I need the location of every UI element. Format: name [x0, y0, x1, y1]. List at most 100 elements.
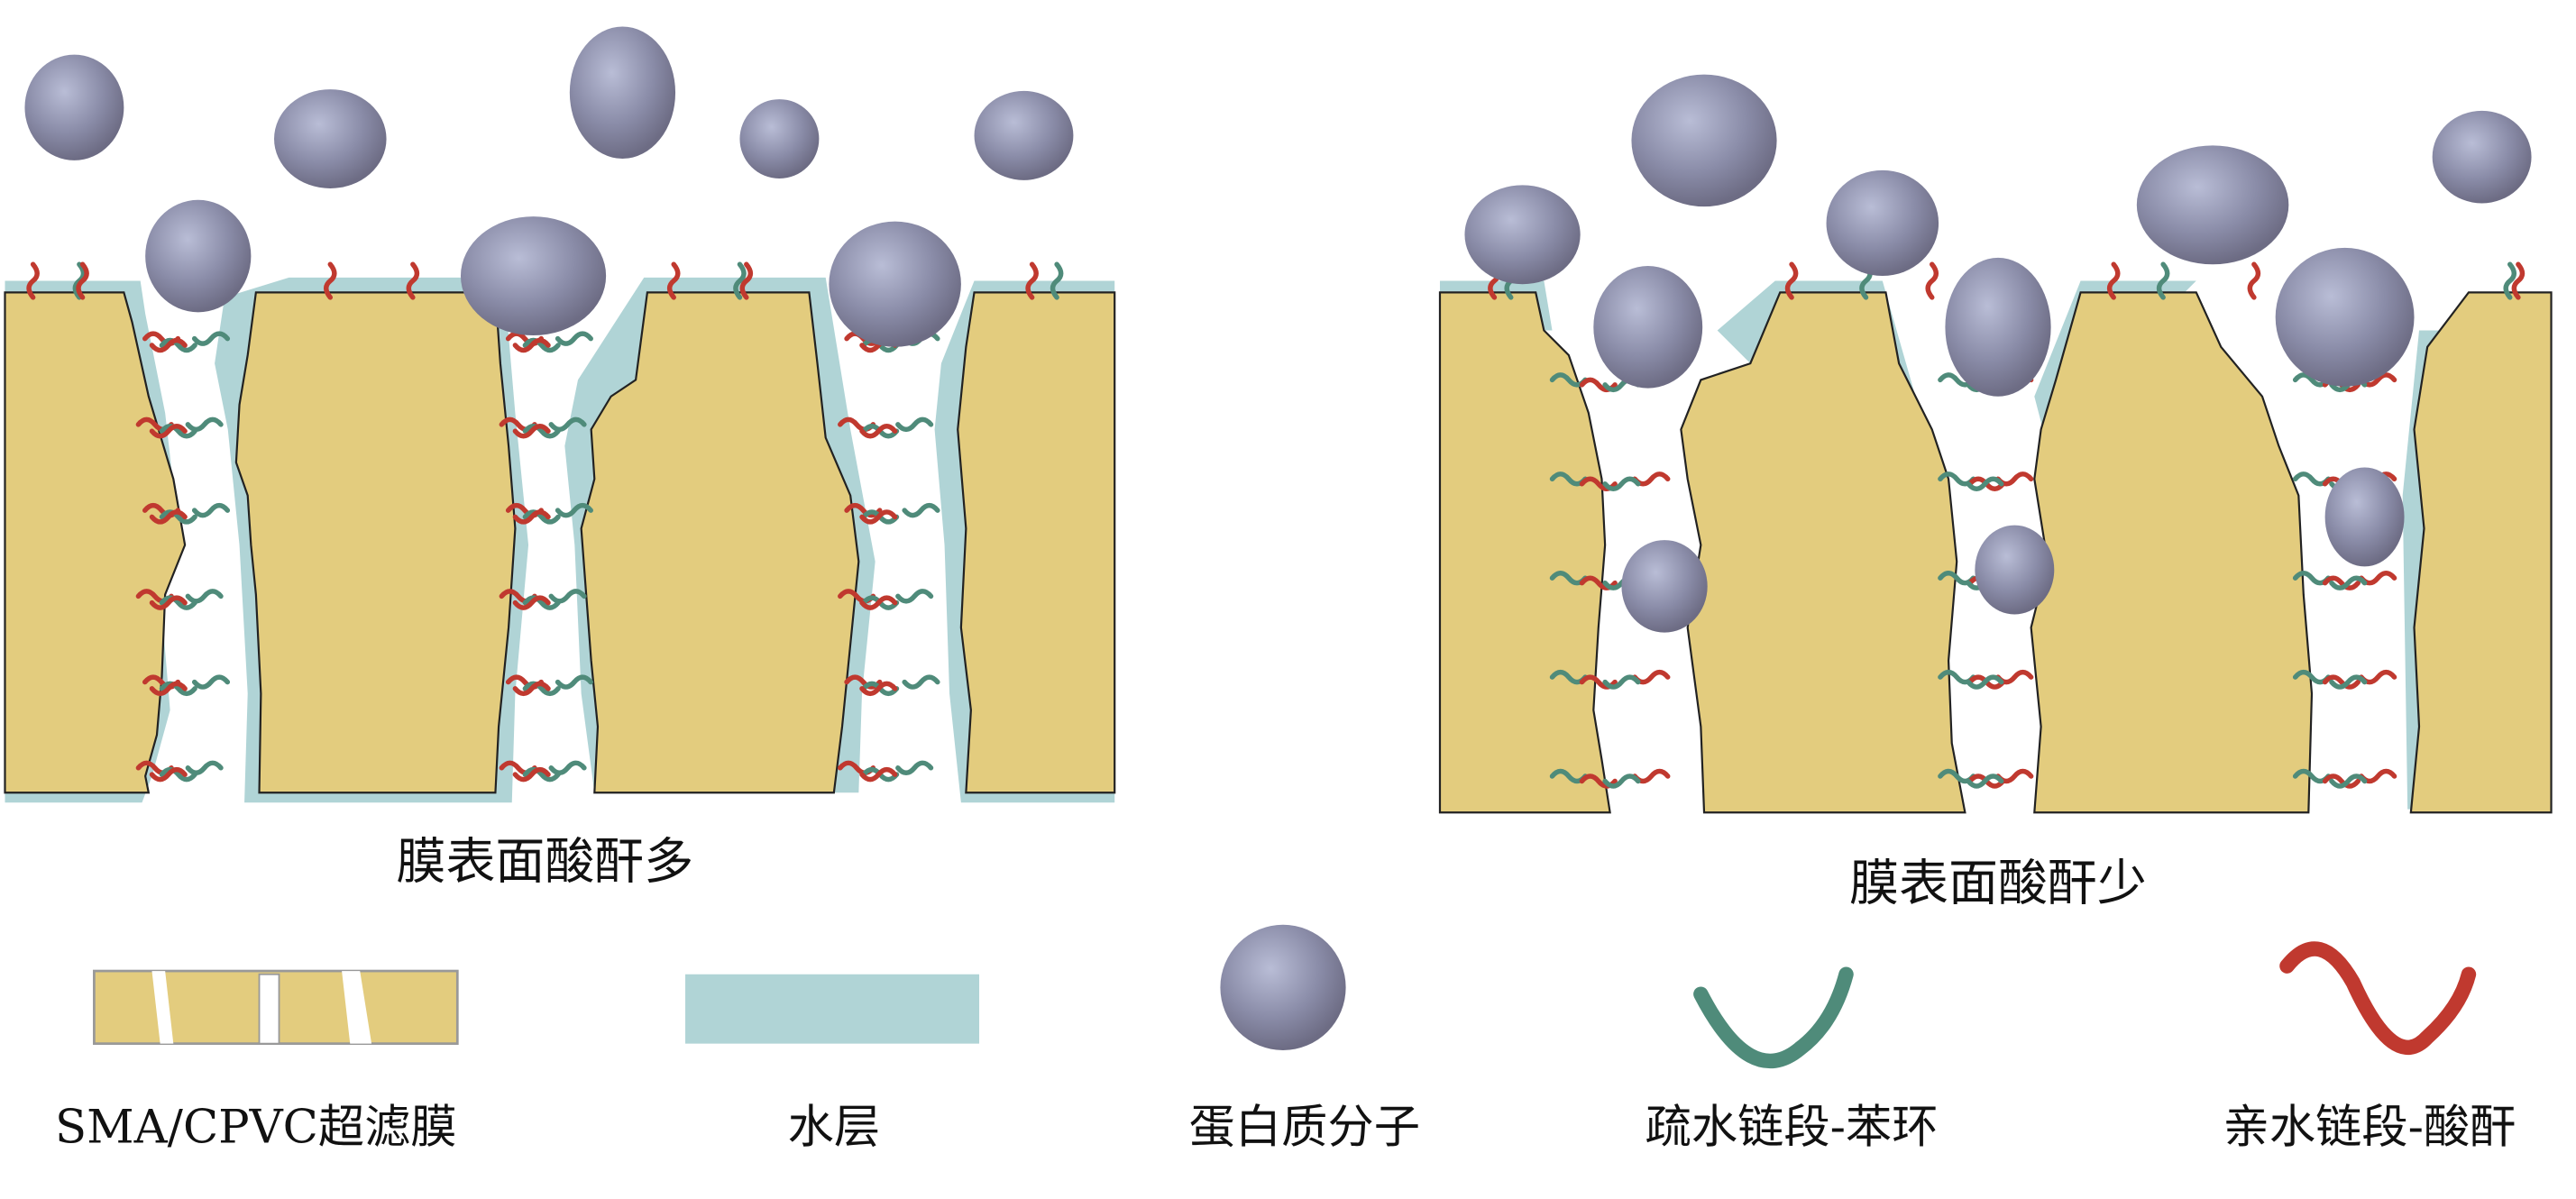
protein-molecule	[1975, 525, 2055, 615]
hydrophobic-chain	[191, 502, 231, 518]
hydrophilic-chain	[149, 681, 188, 697]
protein-molecule	[1945, 257, 2051, 397]
hydrophobic-chain	[522, 509, 561, 525]
protein-molecule	[460, 216, 607, 335]
hydrophobic-chain	[555, 331, 593, 346]
hydrophilic-chain	[149, 509, 188, 525]
hydrophobic-chain	[895, 760, 934, 776]
protein-molecule	[24, 54, 124, 160]
hydrophobic-chain	[185, 416, 224, 433]
hydrophobic-chain	[2503, 261, 2517, 300]
legend: SMA/CPVC超滤膜 水层 蛋白质分子 疏水链段-苯环 亲水链段-酸酐	[55, 924, 2516, 1155]
hydrophilic-chain	[666, 261, 681, 300]
hydrophilic-chain	[512, 681, 551, 697]
hydrophobic-chain	[159, 337, 197, 353]
membrane-icon	[93, 969, 459, 1046]
hydrophilic-chain	[149, 337, 188, 353]
protein-molecule	[274, 89, 387, 188]
hydrophobic-chain	[2156, 261, 2170, 300]
protein-molecule	[1464, 185, 1581, 285]
panel-caption: 膜表面酸酐多	[397, 833, 694, 891]
protein-molecule	[2136, 145, 2289, 265]
hydrophobic-chain	[522, 423, 561, 439]
hydrophilic-chain	[2322, 575, 2361, 590]
protein-molecule	[145, 199, 252, 313]
protein-molecule	[569, 26, 676, 160]
protein-molecule	[739, 99, 820, 178]
protein-molecule	[1826, 169, 1939, 277]
protein-molecule	[829, 221, 961, 347]
hydrophilic-chain	[1925, 261, 1939, 300]
panel-low-anhydride: 膜表面酸酐少	[1438, 74, 2553, 911]
hydrophilic-chain	[859, 766, 898, 783]
hydrophilic-chain	[2106, 261, 2121, 300]
legend-label: 水层	[788, 1101, 881, 1155]
protein-molecule	[974, 90, 1074, 180]
hydrophobic-chain	[159, 423, 197, 439]
hydrophobic-chain	[902, 502, 940, 518]
hydrophobic-chain	[555, 674, 593, 690]
hydrophobic-chain	[895, 589, 934, 604]
hydrophilic-chain	[859, 681, 898, 697]
hydrophobic-chain	[902, 674, 940, 690]
hydrophobic-chain	[1602, 674, 1641, 690]
hydrophilic-chain	[2322, 674, 2361, 690]
hydrophilic-chain	[859, 509, 898, 525]
hydrophobic-chain	[548, 416, 587, 433]
hydrophilic-chain	[512, 337, 551, 353]
hydrophilic-chain	[859, 595, 898, 610]
hydrophobic-chain	[1966, 476, 2004, 492]
hydrophilic-chain-icon	[2279, 941, 2477, 1055]
hydrophobic-chain	[2329, 674, 2368, 690]
hydrophilic-chain	[859, 423, 898, 439]
hydrophobic-chain	[1602, 476, 1641, 492]
hydrophobic-chain	[733, 261, 747, 300]
hydrophilic-chain	[323, 261, 337, 300]
protein-molecule	[1621, 540, 1708, 633]
hydrophobic-chain	[1966, 674, 2004, 690]
legend-label: 蛋白质分子	[1189, 1101, 1420, 1155]
panel-caption: 膜表面酸酐少	[1849, 854, 2147, 911]
hydrophobic-chain	[522, 337, 561, 353]
hydrophobic-chain	[2329, 773, 2368, 789]
hydrophobic-chain	[1966, 773, 2004, 789]
hydrophilic-chain	[1025, 261, 1039, 300]
proteins-left	[24, 26, 1074, 347]
protein-molecule	[2324, 467, 2405, 567]
protein-icon	[1220, 924, 1346, 1050]
hydrophilic-chain	[26, 261, 40, 300]
hydrophobic-chain	[1050, 261, 1064, 300]
hydrophobic-chain	[548, 760, 587, 776]
hydrophobic-chain	[1602, 773, 1641, 789]
hydrophobic-chain	[522, 766, 561, 783]
hydrophilic-chain	[2511, 261, 2526, 300]
hydrophilic-chain	[1784, 261, 1799, 300]
hydrophobic-chain	[522, 595, 561, 610]
membrane-pores	[1438, 291, 2553, 814]
hydrophilic-chain	[512, 766, 551, 783]
hydrophilic-chain	[512, 509, 551, 525]
hydrophilic-chain	[76, 261, 89, 300]
hydrophilic-chain	[512, 423, 551, 439]
chains-left	[26, 261, 1064, 783]
protein-molecule	[2432, 110, 2532, 204]
panel-high-anhydride: 膜表面酸酐多	[4, 26, 1116, 891]
hydrophilic-chain	[512, 595, 551, 610]
protein-molecule	[2275, 247, 2415, 387]
hydrophobic-chain	[895, 416, 934, 433]
hydrophilic-chain	[149, 423, 188, 439]
hydrophobic-chain-icon	[1693, 966, 1854, 1069]
hydrophobic-chain	[159, 509, 197, 525]
hydrophilic-chain	[406, 261, 420, 300]
hydrophobic-chain	[548, 589, 587, 604]
protein-molecule	[1593, 266, 1703, 389]
hydrophobic-chain	[191, 674, 231, 690]
hydrophobic-chain	[159, 766, 197, 783]
hydrophilic-chain	[739, 261, 754, 300]
hydrophobic-chain	[522, 681, 561, 697]
legend-label: 亲水链段-酸酐	[2223, 1101, 2516, 1155]
water-layer-icon	[685, 974, 980, 1044]
hydrophilic-chain	[149, 766, 188, 783]
hydrophilic-chain	[2247, 261, 2261, 300]
